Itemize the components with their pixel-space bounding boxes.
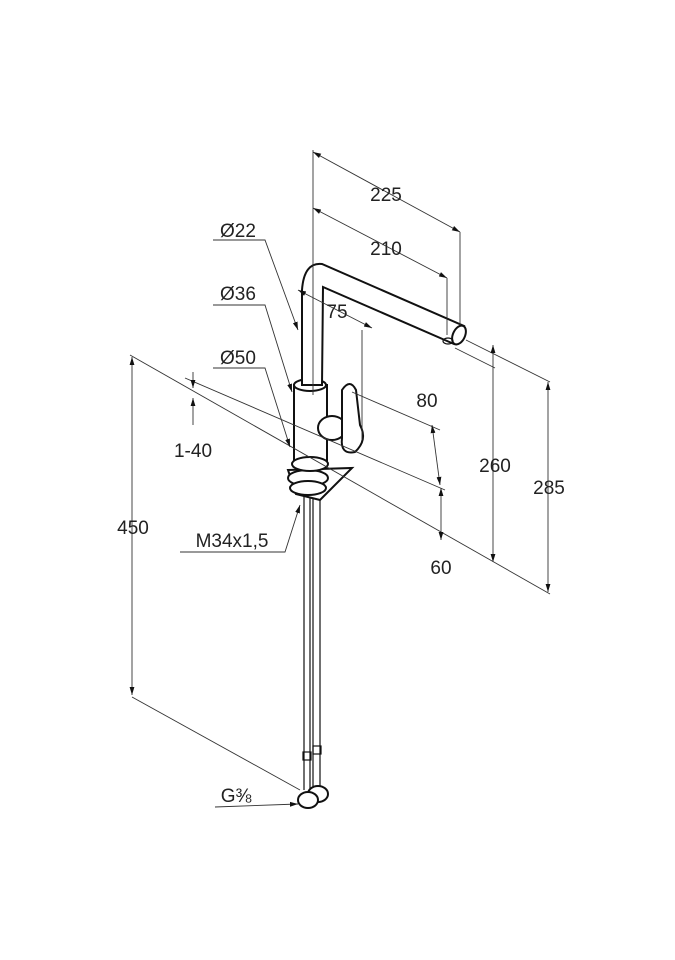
faucet [286,262,467,809]
spout [301,262,467,386]
label-diameter-50: Ø50 [220,348,256,369]
hoses [302,495,322,790]
label-height-80: 80 [416,391,437,412]
label-height-285: 285 [533,478,565,499]
label-reach-210: 210 [370,239,402,260]
label-connection: G⅜ [221,786,252,807]
label-height-260: 260 [479,456,511,477]
base-plate [286,466,355,502]
label-diameter-22: Ø22 [220,221,256,242]
dimension-lines [129,150,551,808]
label-thread: M34x1,5 [196,531,269,552]
hose-nuts [297,785,329,809]
label-height-60: 60 [430,558,451,579]
label-diameter-36: Ø36 [220,284,256,305]
label-length-450: 450 [117,518,149,539]
label-offset-75: 75 [326,302,347,323]
label-reach-225: 225 [370,185,402,206]
label-counter-thickness: 1-40 [174,441,212,462]
lever-handle [317,383,365,454]
